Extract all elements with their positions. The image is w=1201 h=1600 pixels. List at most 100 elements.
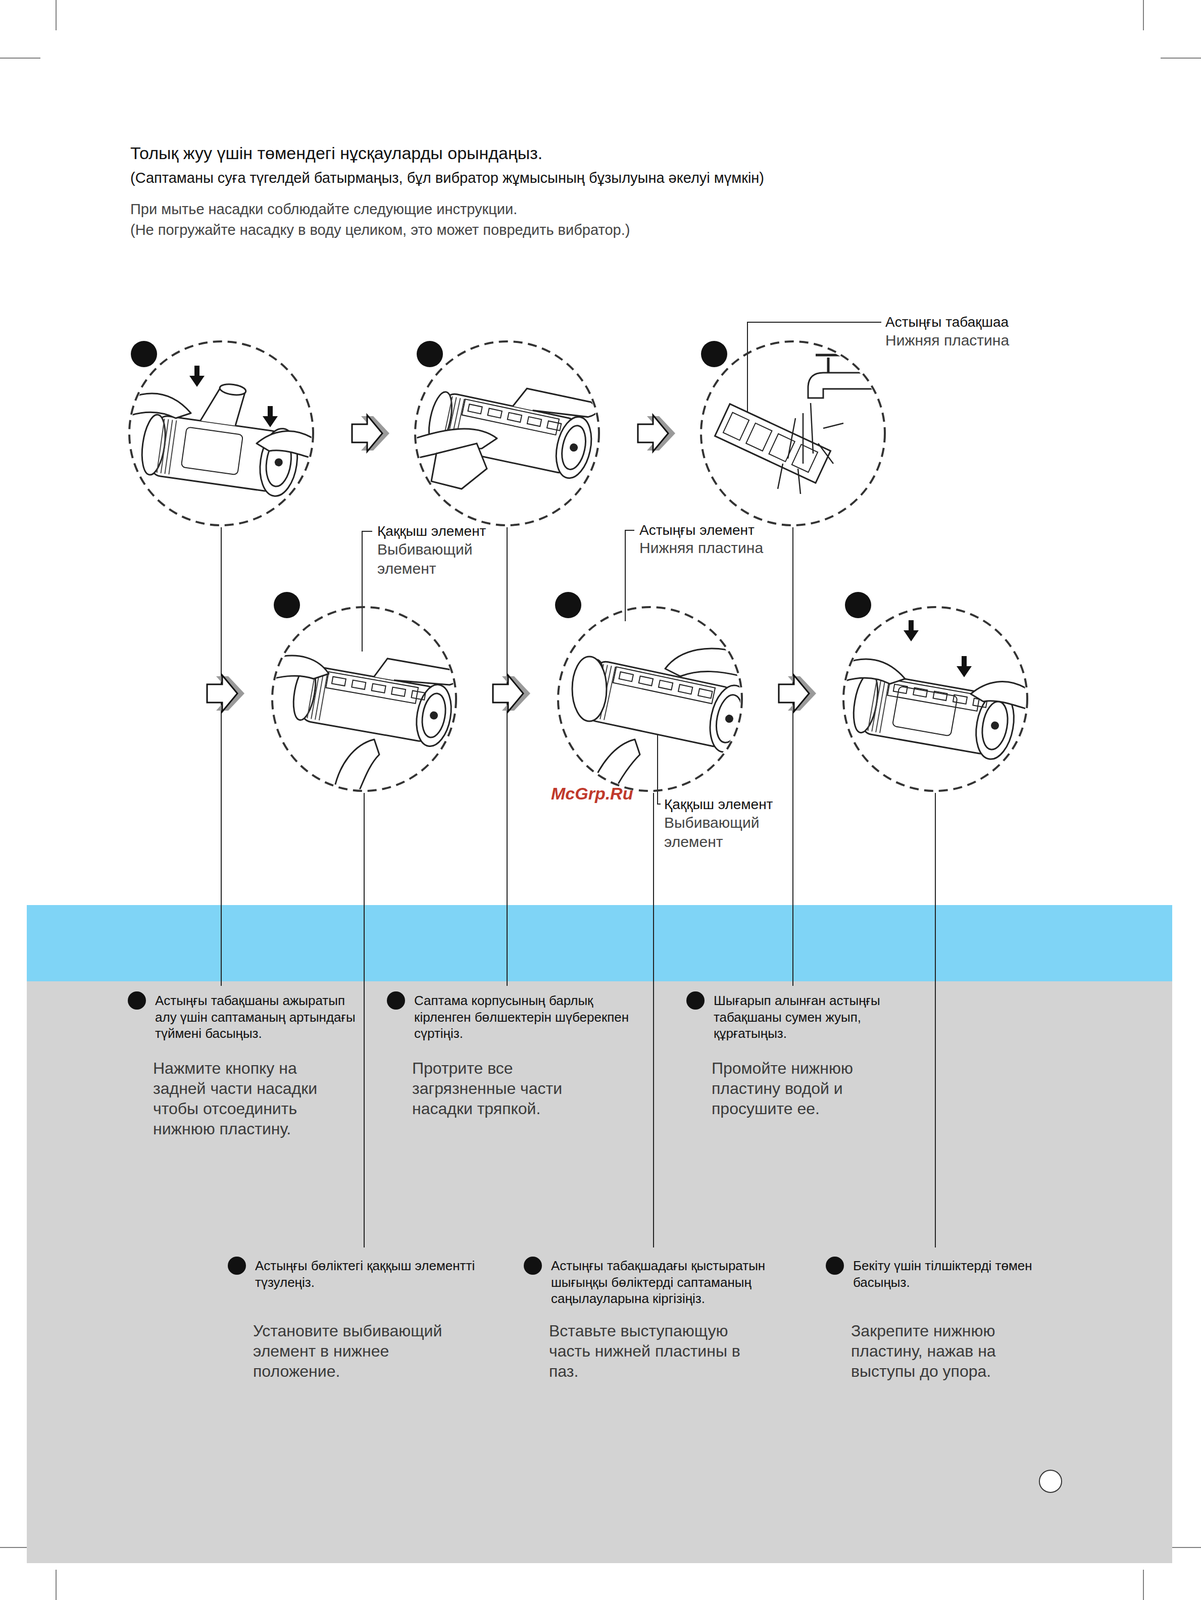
dashed-step-circle xyxy=(272,607,457,791)
step-text-ru: Закрепите нижнюю пластину, нажав на выст… xyxy=(851,1320,1064,1382)
part-label: Выбивающий элемент xyxy=(664,813,781,852)
plate-slot xyxy=(697,688,713,699)
watermark: McGrp.Ru xyxy=(551,782,633,805)
hand-outline xyxy=(970,681,1028,710)
step-text-kk: Бекіту үшін тілшіктерді төмен басыңыз. xyxy=(853,1257,1086,1291)
plate-cell xyxy=(769,433,795,462)
water-stream xyxy=(823,423,844,429)
faucet-knob xyxy=(815,355,841,373)
plate-slot xyxy=(638,676,654,686)
press-arrow xyxy=(262,406,278,428)
nozzle-groove xyxy=(879,679,890,733)
subtitle-note: При мытье насадки соблюдайте следующие и… xyxy=(130,199,518,219)
step-arrow xyxy=(492,675,531,712)
crop-mark xyxy=(1160,57,1201,59)
water-stream xyxy=(810,403,814,454)
step-arrow xyxy=(207,675,245,712)
nozzle-wheel xyxy=(572,656,607,722)
press-arrow xyxy=(903,620,919,642)
dashed-step-circle xyxy=(129,341,314,526)
nozzle-groove xyxy=(164,419,173,474)
plate-rail xyxy=(887,679,980,712)
step-text-ru: Промойте нижнюю пластину водой и просуши… xyxy=(711,1058,904,1119)
leader-line xyxy=(362,531,373,652)
subtitle-note: (Не погружайте насадку в воду целиком, э… xyxy=(130,220,630,239)
step-dot xyxy=(127,991,146,1010)
grey-panel xyxy=(26,981,1173,1564)
leader-line xyxy=(653,792,655,1248)
part-label: Астыңғы элемент xyxy=(639,521,755,539)
neck-joint xyxy=(219,382,247,397)
plate-slot xyxy=(658,680,673,690)
subtitle-note: (Саптаманы суға түгелдей батырмаңыз, бұл… xyxy=(130,168,765,187)
nozzle-wheel-rim xyxy=(419,691,449,739)
crop-mark xyxy=(55,0,57,31)
part-label: Выбивающий элемент xyxy=(377,539,494,578)
part-label: Қаққыш элемент xyxy=(377,522,486,540)
step-illustration xyxy=(701,341,885,526)
arrow-body xyxy=(207,675,238,712)
step-text-ru: Нажмите кнопку на задней части насадки ч… xyxy=(153,1058,345,1139)
dashed-step-circle xyxy=(558,607,742,791)
hand-outline xyxy=(256,431,314,459)
dashed-step-circle xyxy=(415,341,599,526)
nozzle-groove xyxy=(871,677,882,732)
water-stream xyxy=(818,443,834,464)
nozzle-drawing xyxy=(289,643,460,749)
nozzle-hub xyxy=(429,710,439,721)
dashed-step-circle xyxy=(843,607,1028,791)
nozzle-groove xyxy=(160,419,169,474)
step-dot xyxy=(555,591,582,619)
plate-slot xyxy=(351,680,366,690)
illustration-clip xyxy=(272,643,460,791)
nozzle-window xyxy=(181,426,244,475)
step-dot xyxy=(844,591,872,619)
step-illustration xyxy=(272,607,460,791)
leader-line xyxy=(220,527,222,986)
water-stream xyxy=(787,418,796,459)
plate-cell xyxy=(723,412,749,441)
step-dot xyxy=(416,340,443,368)
crop-mark xyxy=(0,57,41,59)
dashed-step-circle xyxy=(701,341,885,526)
hand-outline xyxy=(129,393,191,419)
plate-slot xyxy=(467,404,482,414)
blue-band xyxy=(26,905,1173,982)
step-text-kk: Саптама корпусының барлық кірленген бөлш… xyxy=(414,992,637,1042)
part-label: Қаққыш элемент xyxy=(664,795,773,814)
water-stream xyxy=(797,468,801,494)
nozzle-hub xyxy=(569,442,579,453)
step-dot xyxy=(523,1256,542,1275)
step-dot xyxy=(825,1256,844,1275)
nozzle-groove xyxy=(867,677,878,731)
press-arrow xyxy=(956,656,972,678)
part-label: Нижняя пластина xyxy=(639,538,764,558)
arrow-body xyxy=(352,415,383,452)
illustration-clip xyxy=(715,355,885,494)
nozzle-drawing xyxy=(848,667,1019,763)
illustration-clip xyxy=(415,370,600,489)
plate-slot xyxy=(619,671,634,682)
plate-slot xyxy=(678,684,693,694)
step-text-kk: Астыңғы табақшадағы қыстыратын шығыңқы б… xyxy=(551,1257,794,1308)
step-text-kk: Шығарып алынған астыңғы табақшаны сумен … xyxy=(713,992,926,1042)
plate-slot xyxy=(546,420,562,431)
nozzle-groove xyxy=(157,418,165,473)
leader-line xyxy=(506,527,508,986)
step-illustration xyxy=(843,607,1028,791)
part-label: Астыңғы табақшаа xyxy=(885,313,1009,331)
faucet xyxy=(808,372,885,398)
nozzle-handle xyxy=(512,386,599,424)
step-text-kk: Астыңғы бөліктегі қаққыш элементті түзул… xyxy=(255,1257,498,1291)
cloth xyxy=(431,443,487,489)
plate-slot xyxy=(411,690,426,700)
part-label: Нижняя пластина xyxy=(885,330,1010,350)
arrow-body xyxy=(492,675,524,712)
step-text-ru: Протрите все загрязненные части насадки … xyxy=(412,1058,605,1119)
page-number-circle xyxy=(1039,1470,1062,1493)
step-arrow xyxy=(637,415,676,452)
instruction-panel: Астыңғы табақшаны ажыратып алу үшін сапт… xyxy=(26,981,1173,1564)
illustration-clip xyxy=(572,648,755,791)
step-illustration xyxy=(129,341,314,526)
step-text-ru: Вставьте выступающую часть нижней пласти… xyxy=(548,1320,762,1382)
